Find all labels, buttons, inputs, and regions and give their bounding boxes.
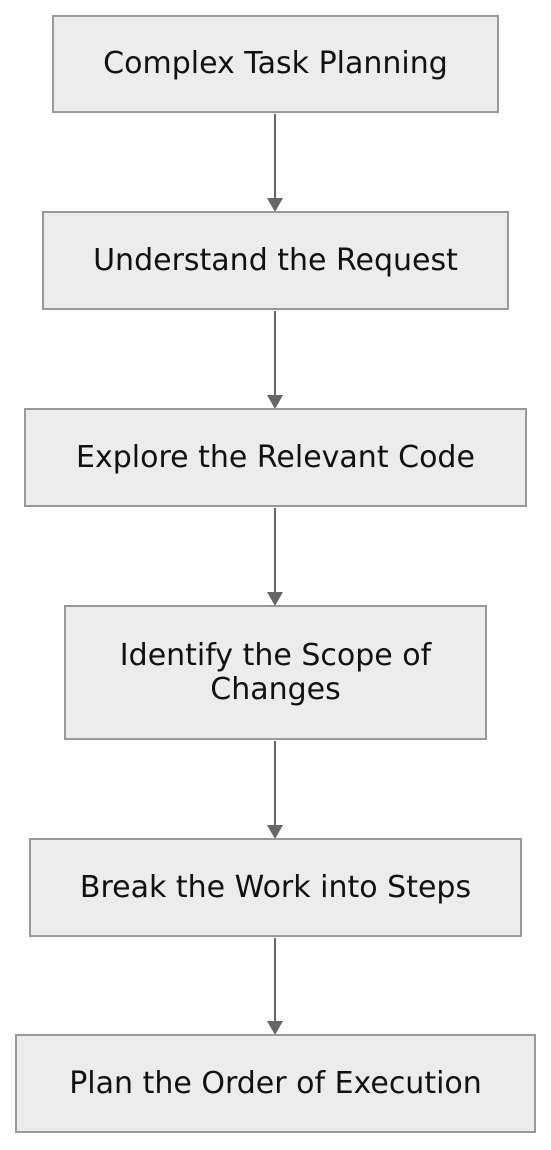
node-label: Understand the Request [93, 242, 458, 278]
node-label: Identify the Scope of Changes [119, 637, 432, 707]
connector-5 [267, 938, 283, 1035]
node-label: Complex Task Planning [103, 46, 448, 81]
node-identify-scope: Identify the Scope of Changes [64, 605, 487, 740]
connector-2 [267, 311, 283, 409]
node-understand-request: Understand the Request [42, 211, 509, 310]
node-label: Explore the Relevant Code [76, 439, 475, 475]
node-break-work-into-steps: Break the Work into Steps [29, 838, 522, 937]
node-label: Plan the Order of Execution [69, 1065, 482, 1101]
node-label: Break the Work into Steps [79, 869, 472, 905]
node-plan-order-execution: Plan the Order of Execution [15, 1034, 536, 1133]
connector-4 [267, 741, 283, 839]
node-complex-task-planning: Complex Task Planning [52, 15, 499, 113]
connector-1 [267, 114, 283, 212]
connector-3 [267, 508, 283, 606]
node-explore-relevant-code: Explore the Relevant Code [24, 408, 527, 507]
